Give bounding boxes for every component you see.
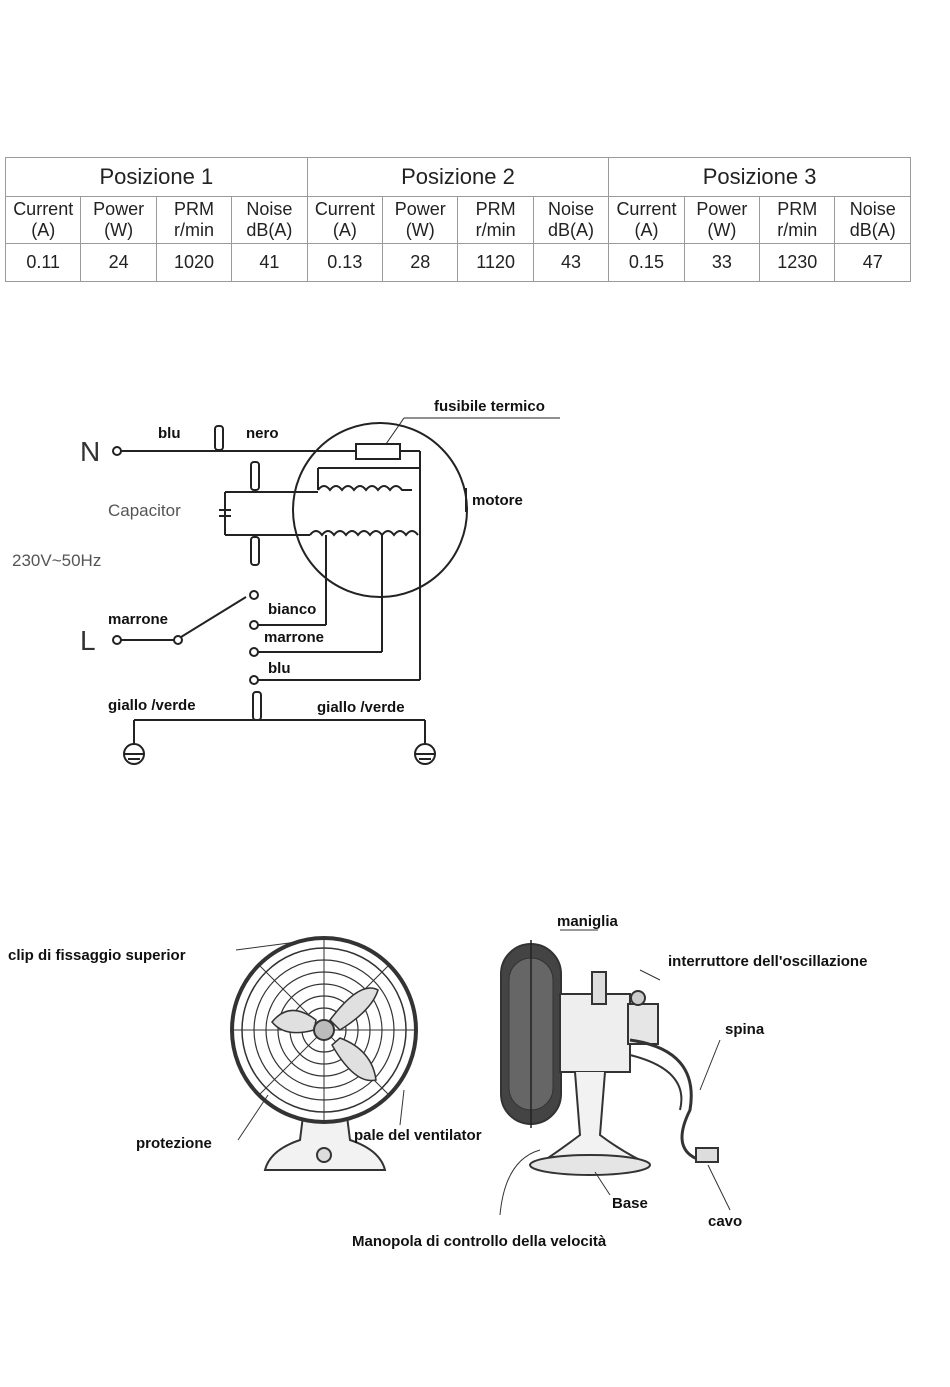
position-1-header: Posizione 1: [5, 157, 308, 197]
fuse-label: fusibile termico: [434, 398, 545, 415]
l-terminal: [112, 635, 122, 645]
motor-circle: [292, 422, 468, 598]
fan-front-view: [230, 936, 418, 1171]
power-value: 33: [683, 243, 761, 282]
position-3-header: Posizione 3: [608, 157, 911, 197]
marrone-input-label: marrone: [108, 611, 168, 628]
marrone-label: marrone: [264, 629, 324, 646]
current-header: Current(A): [306, 196, 384, 244]
bianco-label: bianco: [268, 601, 316, 618]
cable-label: cavo: [708, 1213, 742, 1230]
fan-side-view: [499, 929, 731, 1216]
earth-left-label: giallo /verde: [108, 697, 196, 714]
motor-label: motore: [472, 492, 523, 509]
supply-label: 230V~50Hz: [12, 551, 101, 570]
blu-label: blu: [158, 425, 181, 442]
values-row: 0.11 24 1020 41 0.13 28 1120 43 0.15 33 …: [4, 243, 911, 282]
rpm-value: 1020: [155, 243, 233, 282]
handle-label: maniglia: [557, 913, 619, 930]
plug-label: spina: [725, 1021, 765, 1038]
capacitor-label: Capacitor: [108, 501, 181, 520]
guard-label: protezione: [136, 1135, 212, 1152]
rpm-value: 1120: [457, 243, 534, 282]
connector-icon: [214, 425, 224, 451]
clip-label: clip di fissaggio superior: [8, 947, 186, 964]
speed-switch: [180, 596, 247, 638]
base-label: Base: [612, 1195, 648, 1212]
power-value: 28: [382, 243, 459, 282]
noise-value: 43: [532, 243, 610, 282]
specification-table: Posizione 1 Posizione 2 Posizione 3 Curr…: [4, 157, 911, 282]
earth-right-label: giallo /verde: [317, 699, 405, 716]
fuse-symbol: [355, 443, 401, 460]
upper-coil: [317, 485, 412, 492]
capacitor-terminal-top: [250, 461, 260, 491]
oscillation-switch-label: interruttore dell'oscillazione: [668, 953, 867, 970]
blades-label: pale del ventilator: [354, 1127, 482, 1144]
blu-out-label: blu: [268, 660, 291, 677]
nero-label: nero: [246, 425, 279, 442]
l-label: L: [80, 625, 96, 656]
power-value: 24: [80, 243, 157, 282]
lower-coil: [309, 530, 419, 537]
position-2-header: Posizione 2: [306, 157, 610, 197]
position-header-row: Posizione 1 Posizione 2 Posizione 3: [5, 157, 911, 197]
capacitor-terminal-bottom: [250, 536, 260, 566]
current-value: 0.11: [4, 243, 82, 282]
speed-knob-label: Manopola di controllo della velocità: [352, 1233, 607, 1250]
noise-value: 47: [834, 243, 911, 282]
n-terminal: [112, 446, 122, 456]
earth-connector: [252, 691, 262, 721]
current-value: 0.15: [608, 243, 685, 282]
earth-icon: [123, 743, 145, 765]
earth-icon: [414, 743, 436, 765]
rpm-value: 1230: [759, 243, 836, 282]
n-label: N: [80, 436, 100, 467]
